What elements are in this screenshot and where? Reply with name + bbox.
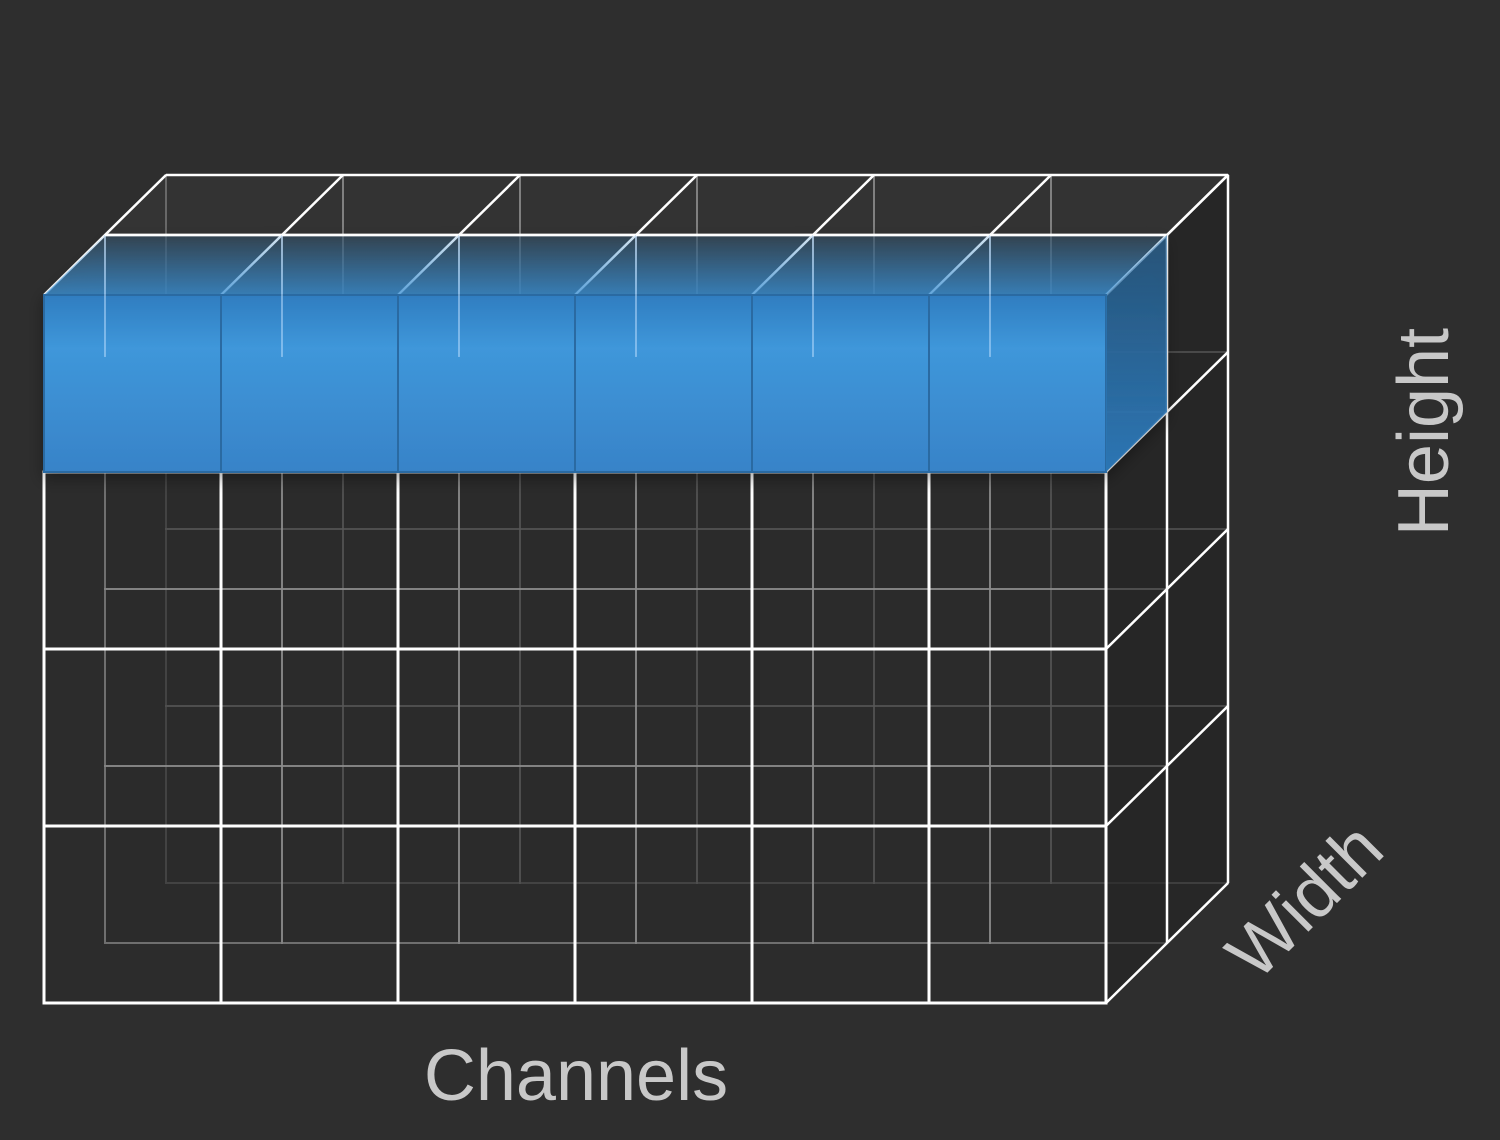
highlight-front-face [928, 294, 1107, 473]
highlight-side-face [1106, 235, 1167, 472]
highlight-front-face [751, 294, 930, 473]
highlight-top-face [221, 235, 459, 295]
highlighted-cell [220, 233, 459, 473]
highlighted-cell [751, 233, 990, 473]
width-axis-label: Width [1212, 808, 1399, 995]
highlight-top-face [752, 235, 990, 295]
highlight-front-face [574, 294, 753, 473]
highlighted-row [43, 233, 1167, 473]
front-cell [927, 824, 1108, 1005]
highlight-top-face [929, 235, 1167, 295]
highlight-front-face [43, 294, 222, 473]
highlighted-cell [397, 233, 636, 473]
height-axis-label: Height [1384, 328, 1464, 536]
highlight-front-face [397, 294, 576, 473]
highlight-front-face [220, 294, 399, 473]
highlight-top-face [575, 235, 813, 295]
highlighted-cell [43, 233, 282, 473]
highlight-top-face [44, 235, 282, 295]
highlight-top-face [398, 235, 636, 295]
channels-axis-label: Channels [424, 1036, 728, 1116]
highlighted-cell [574, 233, 813, 473]
